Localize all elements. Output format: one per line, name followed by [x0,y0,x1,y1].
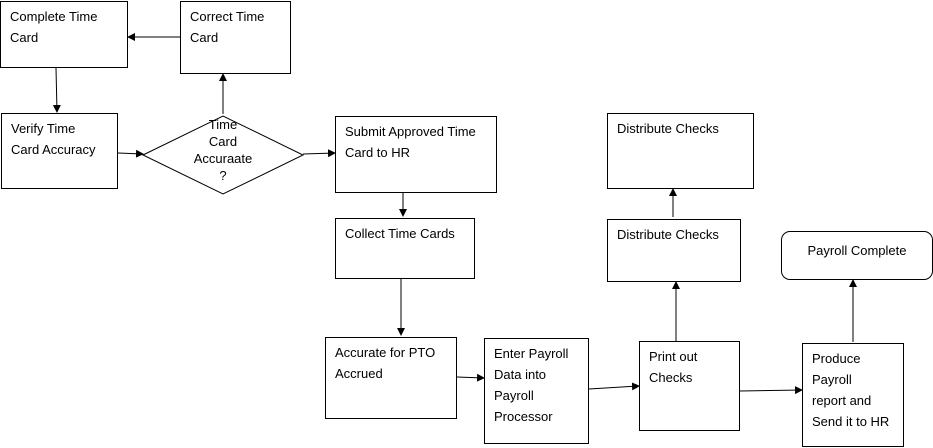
node-label-line: Checks [649,370,693,385]
decision-diamond [141,115,305,195]
node-label-line: Payroll [494,388,534,403]
decision-label-line: Time [208,117,238,132]
node-label-line: Correct Time [190,9,265,24]
decision-label-line: ? [219,168,227,183]
node-label-line: Print out [649,349,698,364]
node-label-line: Payroll Complete [807,243,907,258]
print-checks-node: Print out Checks [639,341,740,431]
node-label-line: Processor [494,409,553,424]
correct-time-card-node: Correct Time Card [180,1,291,74]
node-label-line: Card [190,30,219,45]
node-label-line: Data into [494,367,547,382]
node-label-line: Complete Time [10,9,98,24]
arrow-verify-to-decision [117,149,144,158]
complete-time-card-node: Complete Time Card [0,1,128,68]
enter-payroll-node: Enter Payroll Data into Payroll Processo… [484,338,589,444]
decision-label: Time Card Accuraate ? [183,116,263,184]
verify-accuracy-node: Verify Time Card Accuracy [1,113,118,189]
node-label-line: Card [10,30,39,45]
node-label-line: Distribute Checks [617,121,719,136]
submit-to-hr-node: Submit Approved Time Card to HR [335,116,497,193]
decision-label-line: Accuraate [193,151,253,166]
node-label-line: Submit Approved Time [345,124,476,139]
node-label-line: Collect Time Cards [345,226,455,241]
node-label-line: Distribute Checks [617,227,719,242]
arrow-print-to-produce [739,386,803,395]
produce-report-node: Produce Payroll report and Send it to HR [802,343,904,447]
node-label-line: report and [812,393,872,408]
accurate-pto-node: Accurate for PTO Accrued [325,337,457,419]
distribute-checks-upper-node: Distribute Checks [607,113,754,189]
node-label-line: Accrued [335,366,383,381]
payroll-complete-node: Payroll Complete [781,231,933,280]
node-label-line: Card Accuracy [11,142,96,157]
node-label-line: Send it to HR [812,414,890,429]
node-label-line: Accurate for PTO [335,345,436,360]
node-label-line: Payroll [812,372,852,387]
arrow-pto-to-enter [456,373,485,382]
arrow-complete-to-verify [52,67,61,113]
arrow-enter-to-print [588,382,640,391]
node-label-line: Card to HR [345,145,411,160]
distribute-checks-lower-node: Distribute Checks [607,219,741,282]
collect-time-cards-node: Collect Time Cards [335,218,475,279]
decision-label-line: Card [208,134,238,149]
arrow-decision-to-submit [302,149,336,158]
node-label-line: Verify Time [11,121,76,136]
node-label-line: Produce [812,351,861,366]
node-label-line: Enter Payroll [494,346,569,361]
